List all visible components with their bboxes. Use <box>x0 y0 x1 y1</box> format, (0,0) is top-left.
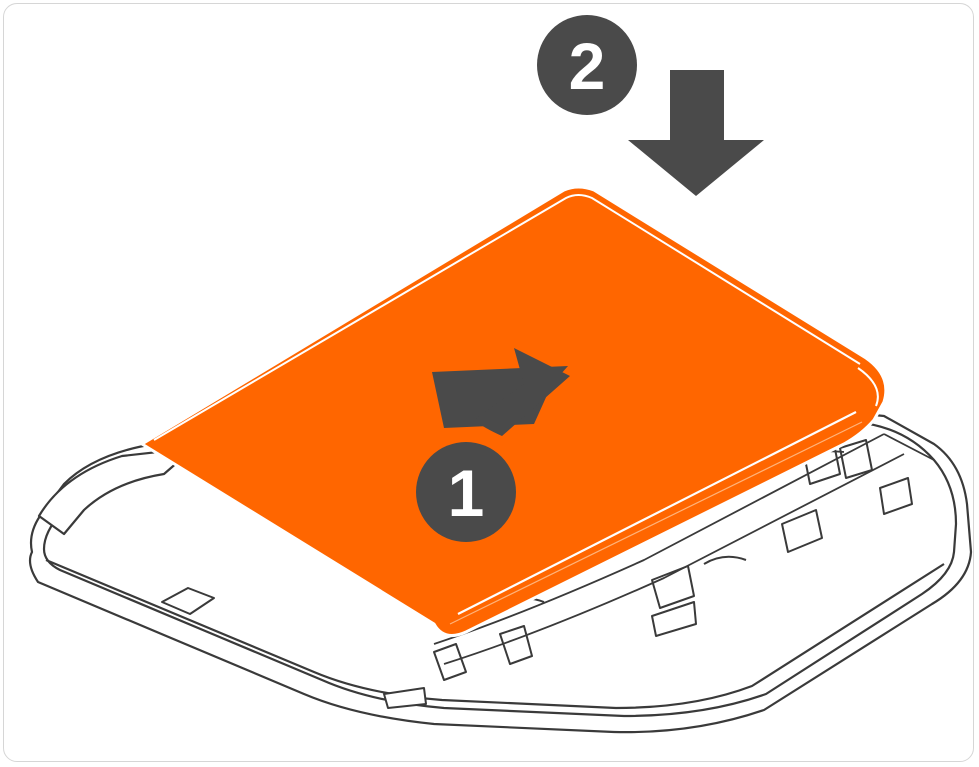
step-2-label: 2 <box>569 29 606 103</box>
battery-install-diagram: 1 2 <box>28 15 973 734</box>
step-1-label: 1 <box>448 456 485 530</box>
arrow-down-icon <box>628 70 764 196</box>
arrow-left-icon <box>432 348 570 436</box>
illustration-frame: 1 2 <box>3 3 974 762</box>
step-1-badge: 1 <box>416 442 516 542</box>
step-2-badge: 2 <box>537 15 637 115</box>
